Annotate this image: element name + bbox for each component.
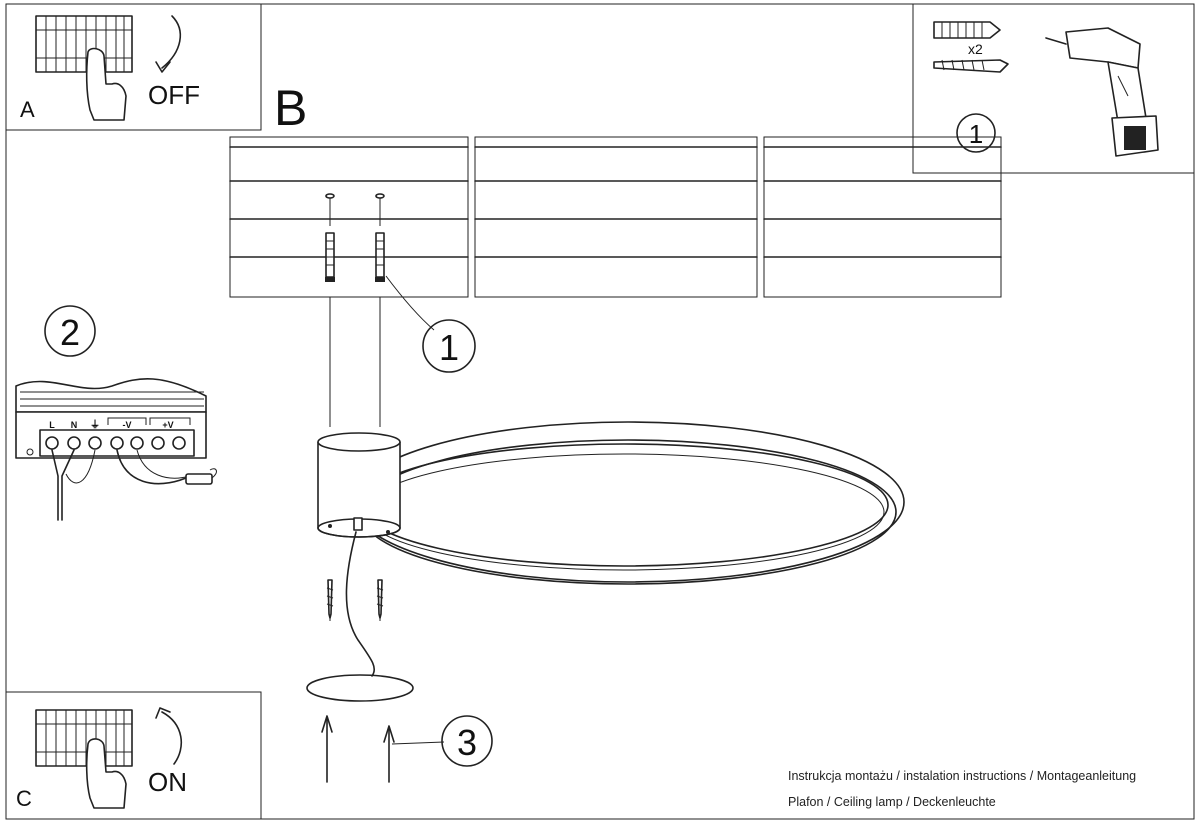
step-2-marker: [44, 305, 96, 357]
tools-panel: x2 1: [912, 3, 1195, 174]
tools-panel-frame: [912, 3, 1195, 174]
panel-a-letter: A: [20, 97, 35, 122]
fixing-quantity: x2: [968, 41, 983, 57]
step-3-leader: [391, 741, 445, 745]
page-frame: [5, 3, 1195, 820]
hand-icon: [85, 47, 127, 121]
mains-cable: [51, 449, 59, 521]
step-1-number: 1: [439, 327, 459, 368]
power-cable: [345, 531, 376, 677]
terminal-n-label: N: [71, 420, 78, 430]
panel-a-frame: [5, 3, 262, 131]
on-label: ON: [148, 767, 187, 797]
terminal-minus-v-label: -V: [123, 420, 132, 430]
hand-icon: [85, 738, 127, 809]
panel-c: C ON: [5, 691, 262, 820]
terminal-earth-label: ⏚: [90, 419, 100, 431]
panel-c-frame: [5, 691, 262, 820]
step-3-number: 3: [457, 722, 477, 763]
off-label: OFF: [148, 80, 200, 110]
ceiling-anchor-left: [325, 193, 335, 282]
power-supply-housing: [15, 378, 207, 413]
instructions-caption: Instrukcja montażu / instalation instruc…: [788, 769, 1137, 783]
ceiling-panel-middle: [474, 136, 758, 298]
lift-arrow-right: [383, 725, 395, 783]
wall-plug-icon: [933, 21, 1001, 39]
terminal-l-label: L: [49, 420, 55, 430]
panel-c-letter: C: [16, 786, 32, 811]
tools-step-1-number: 1: [969, 119, 983, 149]
step-2-number: 2: [60, 312, 80, 353]
drill-icon: [1045, 27, 1159, 157]
ceiling-anchor-right: [375, 193, 385, 282]
mounting-screw-right: [376, 579, 384, 624]
terminal-plus-v-label: +V: [162, 420, 173, 430]
ceiling-junction-box: [306, 674, 414, 702]
screw-icon: [933, 59, 1009, 73]
panel-b-letter: B: [274, 80, 307, 136]
ceiling-panels: [229, 136, 1002, 298]
ring-lamp: [317, 421, 905, 677]
mounting-screw-left: [326, 579, 334, 624]
panel-a: A OFF: [5, 3, 262, 131]
led-output-cable: [116, 449, 187, 485]
turn-off-arrow-icon: [161, 15, 181, 69]
lamp-ring-outer: [351, 421, 905, 583]
lift-arrow-left: [321, 715, 333, 783]
ceiling-panel-right: [763, 136, 1002, 298]
lamp-ring-inner: [359, 443, 889, 567]
power-supply-terminal-block: L N ⏚ -V +V: [15, 378, 217, 521]
ceiling-panel-left: [229, 136, 469, 298]
product-caption: Plafon / Ceiling lamp / Deckenleuchte: [788, 795, 996, 809]
step-3-marker: [441, 715, 493, 767]
breaker-panel-icon: [35, 709, 133, 767]
step-1-marker: [422, 319, 476, 373]
tools-step-1-marker: [956, 113, 996, 153]
step-1-leader: [385, 275, 435, 331]
breaker-panel-icon: [35, 15, 133, 73]
turn-on-arrow-icon: [161, 711, 182, 765]
